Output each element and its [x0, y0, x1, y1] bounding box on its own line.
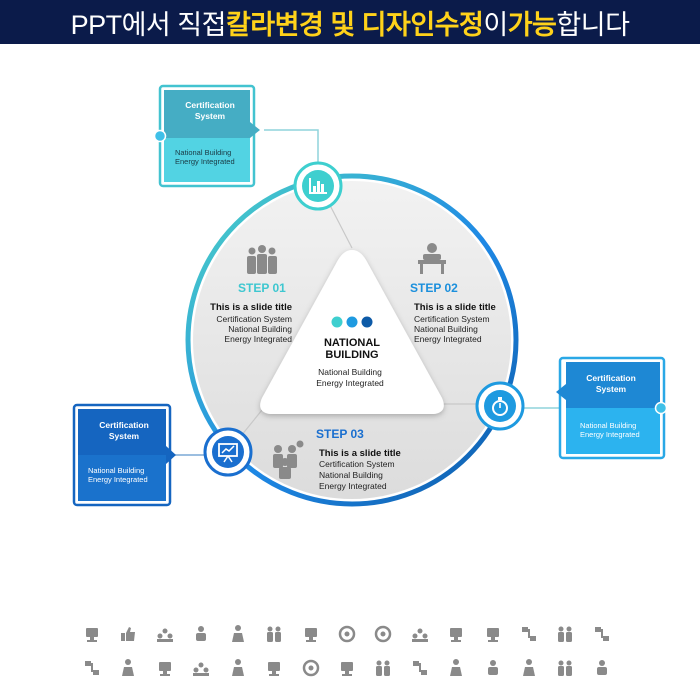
flowchart-icon — [446, 624, 466, 644]
dot-teal — [331, 316, 343, 328]
banner-text-4: 가능 — [507, 9, 557, 40]
step-03-group-presentation-icon — [273, 440, 304, 479]
stopwatch-icon — [492, 397, 508, 416]
callout-right-title-1: Certification — [586, 373, 636, 383]
podium-icon — [410, 658, 430, 678]
center-sub-2: Energy Integrated — [316, 378, 384, 388]
connection-icon — [446, 658, 466, 678]
growth-icon — [373, 624, 393, 644]
step-02-line-3: Energy Integrated — [414, 334, 482, 344]
callout-left-title-1: Certification — [99, 420, 149, 430]
banner-text-2: 칼라변경 및 디자인수정 — [225, 9, 484, 40]
callout-top-left-body-2: Energy Integrated — [175, 157, 235, 166]
node-left — [203, 427, 253, 477]
center-title-2: BUILDING — [325, 349, 378, 361]
team-icon — [155, 624, 175, 644]
step-01-line-2: National Building — [228, 324, 292, 334]
cycle-icon — [301, 624, 321, 644]
callout-right-title-2: System — [596, 384, 627, 394]
step-01-line-1: Certification System — [216, 314, 292, 324]
callout-top-left-title-2: System — [195, 111, 226, 121]
handshake-icon — [337, 624, 357, 644]
node-top — [293, 161, 343, 211]
thumbs-up-icon — [118, 624, 138, 644]
step-03-line-1: Certification System — [319, 459, 395, 469]
callout-top-left-body-1: National Building — [175, 148, 231, 157]
gear-icon — [228, 624, 248, 644]
dot-navy — [361, 316, 373, 328]
organization-icon — [301, 658, 321, 678]
person-icon — [483, 624, 503, 644]
mobile-icon — [555, 658, 575, 678]
banner-text-1: PPT에서 직접 — [70, 9, 227, 40]
step-02-meeting-icon — [418, 243, 446, 274]
outer-ring — [185, 173, 519, 507]
callout-top-left: Certification System National Building E… — [153, 84, 260, 188]
chart-person-icon — [228, 658, 248, 678]
step-01-title: This is a slide title — [210, 302, 292, 313]
top-banner: PPT에서 직접 칼라변경 및 디자인수정 이 가능 합니다 — [0, 0, 700, 44]
callout-right: Certification System National Building E… — [556, 356, 668, 460]
icon-strip-row-2 — [82, 658, 612, 678]
step-02-title: This is a slide title — [414, 302, 496, 313]
center-title-1: NATIONAL — [324, 337, 380, 349]
callout-left: Certification System National Building E… — [72, 403, 176, 507]
search-icon — [555, 624, 575, 644]
cycle-diagram: NATIONAL BUILDING National Building Ener… — [72, 84, 668, 507]
conference-icon — [337, 658, 357, 678]
monitor-icon — [410, 624, 430, 644]
callout-left-title-2: System — [109, 431, 140, 441]
banner-text-5: 합니다 — [556, 9, 630, 40]
network-icon — [592, 624, 612, 644]
step-03-line-3: Energy Integrated — [319, 481, 387, 491]
step-02-line-1: Certification System — [414, 314, 490, 324]
step-01-team-icon — [247, 245, 277, 274]
worker-icon — [264, 624, 284, 644]
user-add-icon — [264, 658, 284, 678]
time-idea-icon — [592, 658, 612, 678]
icon-strip-row-1 — [82, 624, 612, 644]
flag-icon — [519, 658, 539, 678]
callout-right-body-2: Energy Integrated — [580, 430, 640, 439]
callout-left-body-1: National Building — [88, 466, 144, 475]
callout-top-left-title-1: Certification — [185, 100, 235, 110]
bar-chart-icon — [309, 178, 327, 194]
step-03-label: STEP 03 — [316, 427, 364, 441]
hierarchy-icon — [155, 658, 175, 678]
step-03-title: This is a slide title — [319, 448, 401, 459]
center-sub-1: National Building — [318, 367, 382, 377]
globe-hand-icon — [483, 658, 503, 678]
airport-icon — [82, 624, 102, 644]
step-02-line-2: National Building — [414, 324, 478, 334]
node-right — [475, 381, 525, 431]
step-01-label: STEP 01 — [238, 281, 286, 295]
dot-blue — [346, 316, 358, 328]
step-03-line-2: National Building — [319, 470, 383, 480]
center-triangle — [260, 250, 444, 414]
callout-right-body-1: National Building — [580, 421, 636, 430]
banner-text-3: 이 — [483, 9, 508, 40]
step-02-label: STEP 02 — [410, 281, 458, 295]
step-01-line-3: Energy Integrated — [224, 334, 292, 344]
presenter-icon — [191, 658, 211, 678]
meeting-table-icon — [118, 658, 138, 678]
presentation-board-icon — [218, 443, 238, 463]
group-icon — [519, 624, 539, 644]
flashlight-icon — [191, 624, 211, 644]
user-desk-icon — [82, 658, 102, 678]
board-icon — [373, 658, 393, 678]
callout-left-body-2: Energy Integrated — [88, 475, 148, 484]
